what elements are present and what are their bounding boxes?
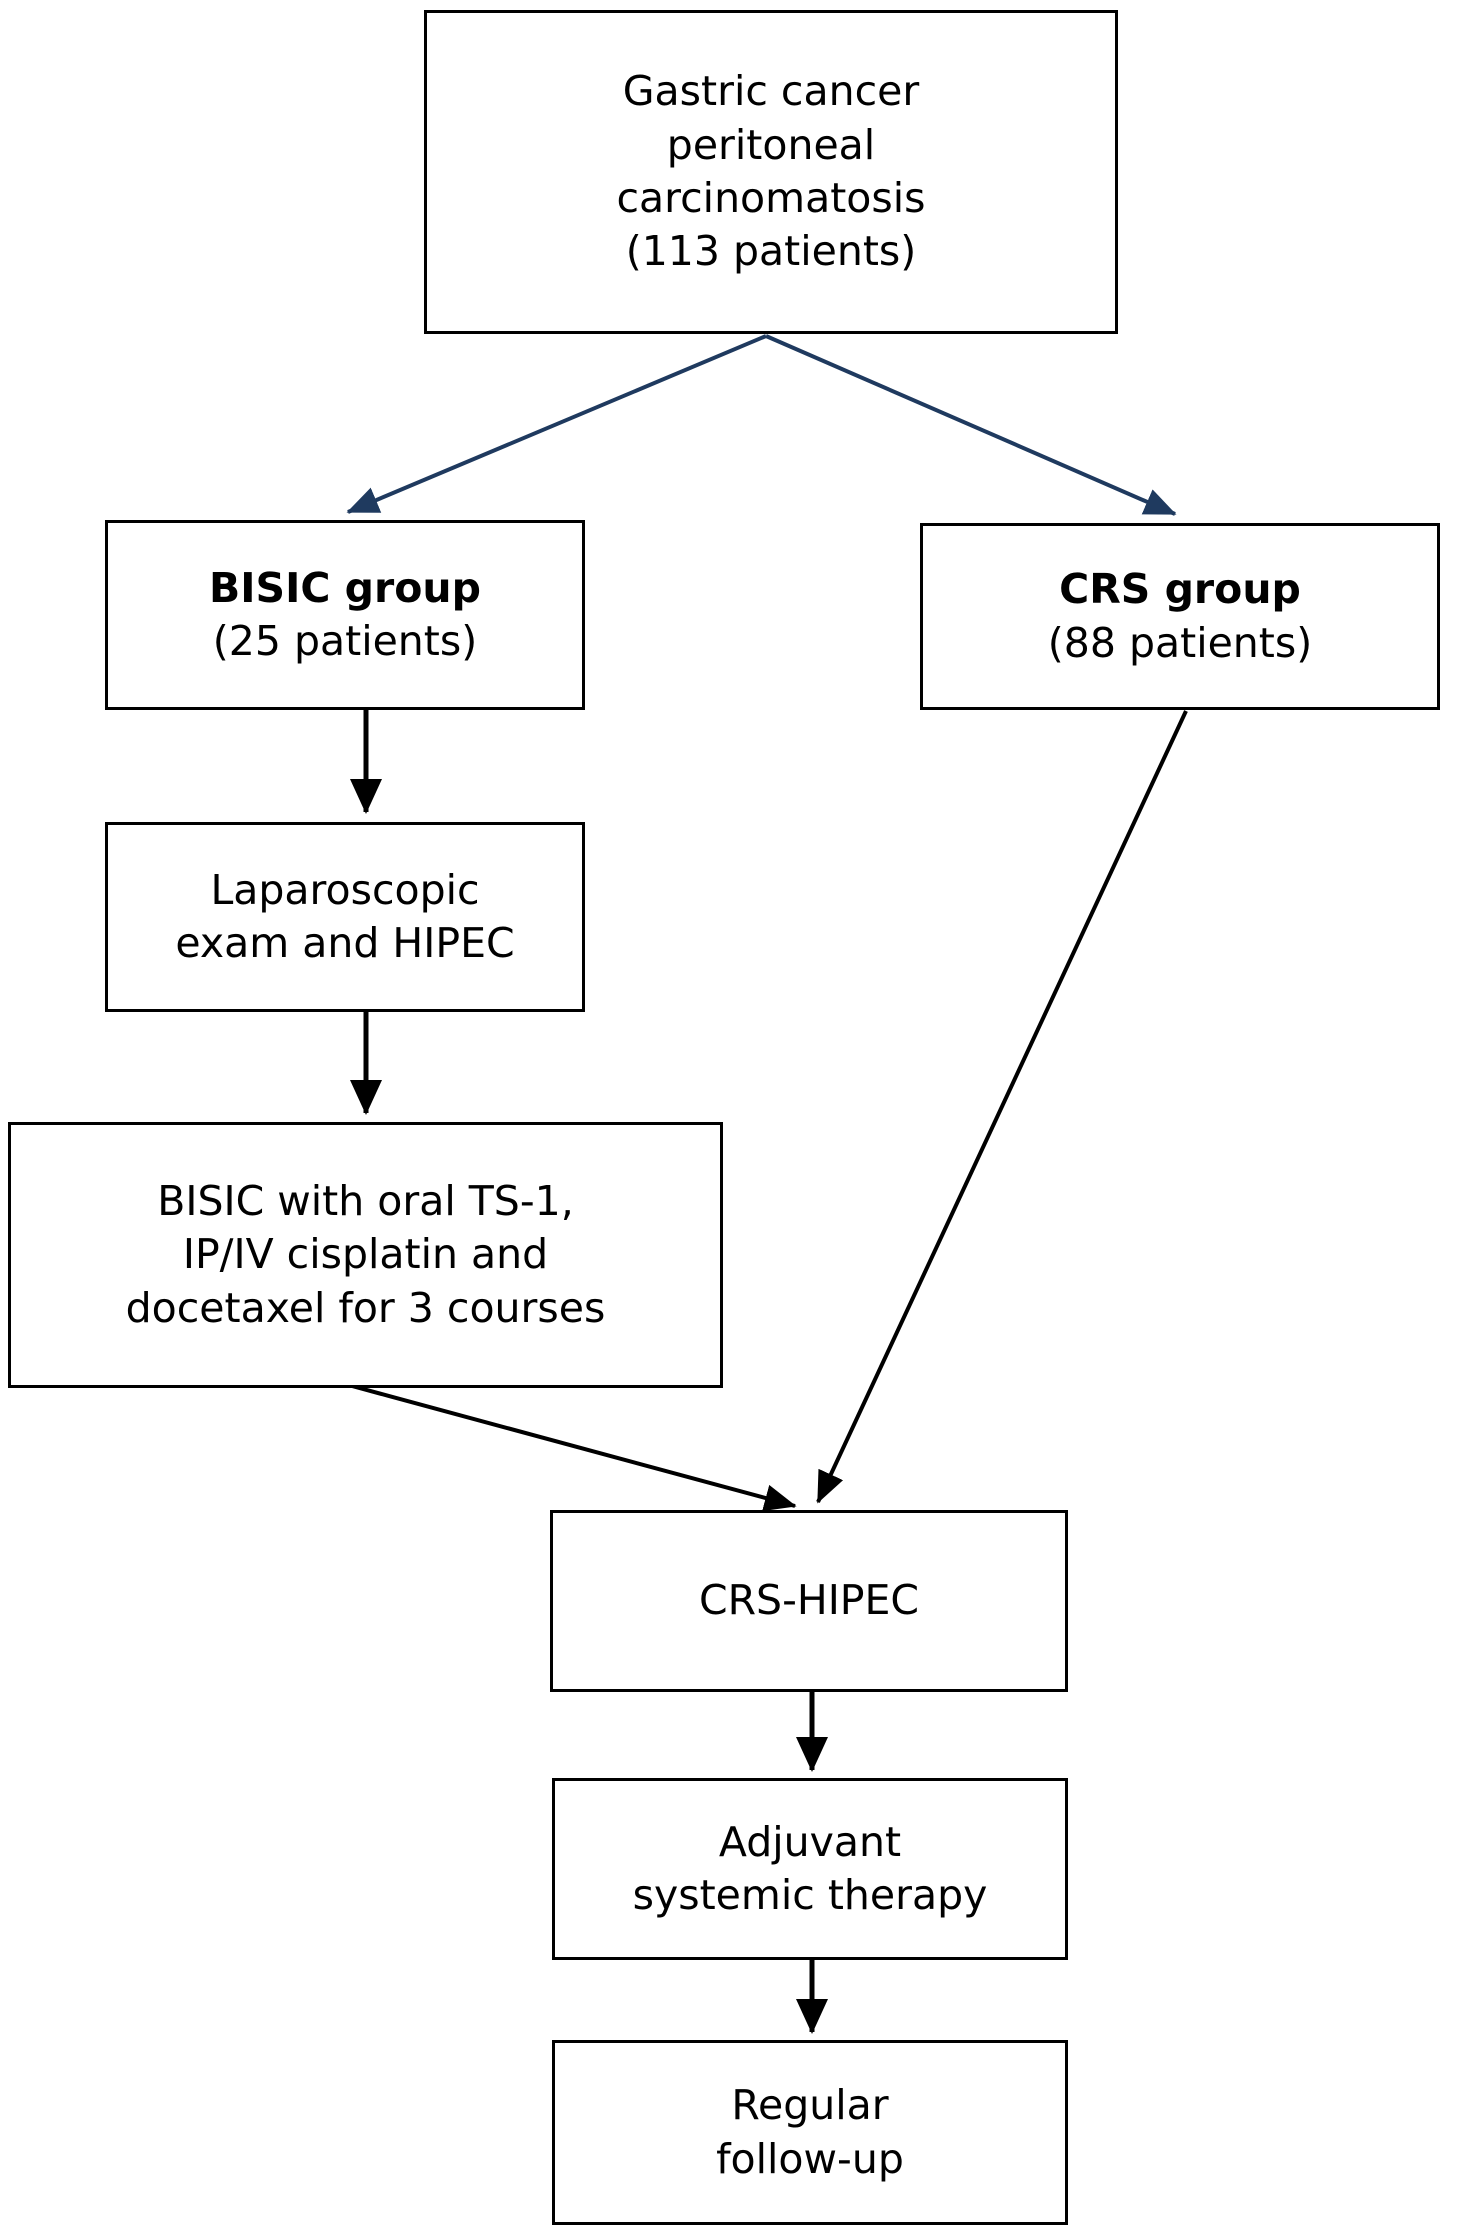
- node-bisic-group[interactable]: BISIC group (25 patients): [105, 520, 585, 710]
- edge-source-to-crs-group: [765, 334, 1177, 516]
- node-bisic-group-title: BISIC group: [209, 563, 481, 612]
- node-crs-group-title: CRS group: [1059, 565, 1301, 614]
- node-lap-hipec-line-1: Laparoscopic: [210, 865, 480, 914]
- node-bisic-regimen-line-3: docetaxel for 3 courses: [125, 1283, 606, 1332]
- node-source-line-4: (113 patients): [625, 227, 917, 276]
- node-crs-group-count: (88 patients): [1047, 618, 1313, 667]
- node-bisic-group-count: (25 patients): [212, 617, 478, 665]
- node-followup-line-1: Regular: [731, 2081, 889, 2130]
- node-crs-hipec[interactable]: CRS-HIPEC: [550, 1510, 1068, 1692]
- node-crs-group[interactable]: CRS group (88 patients): [920, 523, 1440, 710]
- node-bisic-regimen[interactable]: BISIC with oral TS-1, IP/IV cisplatin an…: [8, 1122, 723, 1388]
- node-source-line-3: carcinomatosis: [616, 174, 926, 222]
- node-source-line-1: Gastric cancer: [622, 67, 920, 116]
- node-crs-hipec-label: CRS-HIPEC: [698, 1576, 920, 1625]
- node-bisic-regimen-line-1: BISIC with oral TS-1,: [157, 1177, 574, 1226]
- node-laparoscopic-exam-and-hipec[interactable]: Laparoscopic exam and HIPEC: [105, 822, 585, 1012]
- node-followup-line-2: follow-up: [716, 2134, 904, 2183]
- node-regular-follow-up[interactable]: Regular follow-up: [552, 2040, 1068, 2225]
- edge-crs-group-to-crs-hipec: [816, 710, 1188, 1504]
- node-bisic-regimen-line-2: IP/IV cisplatin and: [182, 1230, 549, 1279]
- edge-source-to-bisic-group: [346, 334, 767, 514]
- edge-bisic-regimen-to-crs-hipec: [351, 1384, 797, 1512]
- node-adjuvant-line-2: systemic therapy: [632, 1871, 988, 1919]
- node-source-line-2: peritoneal: [666, 120, 876, 169]
- node-source-population[interactable]: Gastric cancer peritoneal carcinomatosis…: [424, 10, 1118, 334]
- node-adjuvant-systemic-therapy[interactable]: Adjuvant systemic therapy: [552, 1778, 1068, 1960]
- node-lap-hipec-line-2: exam and HIPEC: [175, 919, 515, 967]
- node-adjuvant-line-1: Adjuvant: [718, 1817, 902, 1866]
